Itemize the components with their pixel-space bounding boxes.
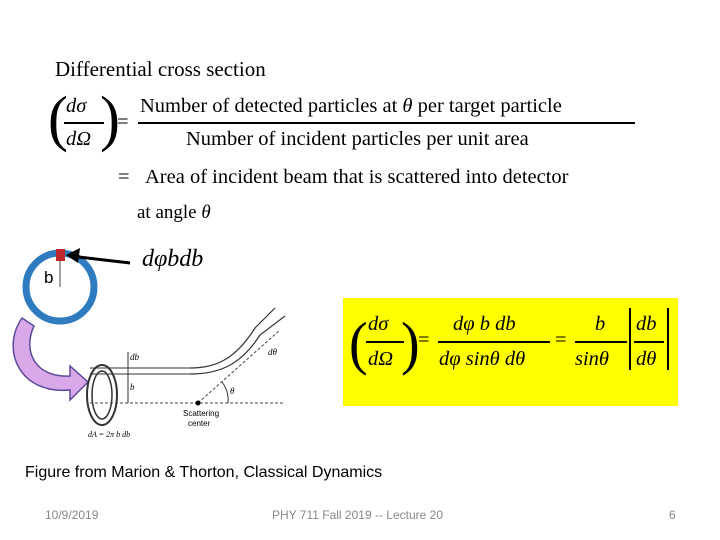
ring-diagram [12, 248, 131, 402]
highlighted-equation-box: ( dσ dΩ ) = dφ b db dφ sinθ dθ = b sinθ … [343, 298, 678, 406]
figure-caption: Figure from Marion & Thorton, Classical … [25, 464, 383, 481]
box-mid-numerator: dφ b db [453, 313, 516, 335]
slide-title: Differential cross section [55, 57, 266, 81]
eq1-rhs-fraction-bar [138, 122, 635, 124]
scattered-path-lower [189, 315, 286, 375]
scattered-path-upper [189, 307, 276, 369]
box-abs-denominator: dθ [636, 348, 657, 370]
target-ring-outer [86, 364, 118, 426]
box-equals-2: = [555, 329, 567, 351]
scattering-figure: db b dθ θ Scattering center dA = 2π b db [86, 307, 286, 439]
ring-radius-label: b [44, 268, 54, 287]
figure-label-b: b [130, 382, 135, 392]
area-element-marker [56, 249, 65, 261]
figure-label-db: db [130, 352, 140, 362]
eq2-equals: = [118, 166, 130, 188]
area-element-label: dφbdb [142, 246, 204, 272]
eq1-lhs-fraction-bar [64, 122, 104, 124]
eq2-line2: at angle θ [137, 202, 211, 224]
eq2-line2-text: at angle [137, 202, 202, 223]
box-rhs-fraction-bar [575, 341, 627, 343]
abs-bar-right [667, 308, 669, 370]
eq1-rhs-numerator-text-a: Number of detected particles at [140, 95, 403, 117]
eq1-lhs-numerator: dσ [66, 95, 87, 117]
pointer-arrow-line [69, 254, 131, 265]
box-lhs-numerator: dσ [368, 313, 389, 335]
eq1-rhs-denominator: Number of incident particles per unit ar… [186, 128, 529, 150]
left-paren: ( [48, 83, 68, 153]
box-rhs-numerator: b [595, 313, 606, 335]
box-lhs-denominator: dΩ [368, 348, 394, 370]
eq1-rhs-numerator: Number of detected particles at θ per ta… [140, 95, 562, 118]
asymptote-line [197, 329, 281, 404]
box-rhs-denominator: sinθ [575, 348, 609, 370]
box-equals-1: = [418, 329, 430, 351]
footer-course: PHY 711 Fall 2019 -- Lecture 20 [272, 508, 443, 522]
box-right-paren: ) [401, 311, 420, 377]
target-ring-inner [91, 370, 113, 420]
figure-label-area: dA = 2π b db [88, 430, 130, 439]
scattering-center-dot [195, 400, 201, 406]
figure-label-theta: θ [230, 386, 235, 396]
pointer-arrow-head [66, 248, 80, 263]
right-paren: ) [100, 83, 120, 153]
eq2-line1: Area of incident beam that is scattered … [145, 166, 569, 188]
box-left-paren: ( [349, 311, 368, 377]
eq1-equals: = [117, 111, 129, 133]
footer-date: 10/9/2019 [45, 508, 99, 522]
abs-bar-left [629, 308, 631, 370]
box-abs-fraction-bar [634, 341, 664, 343]
figure-label-center: center [188, 419, 211, 428]
figure-label-scattering: Scattering [183, 409, 219, 418]
box-mid-fraction-bar [438, 341, 550, 343]
theta-symbol: θ [201, 202, 211, 223]
box-abs-numerator: db [636, 313, 657, 335]
footer-page-number: 6 [669, 508, 676, 522]
box-mid-denominator: dφ sinθ dθ [439, 348, 526, 370]
box-lhs-fraction-bar [366, 341, 404, 343]
figure-label-dtheta: dθ [268, 347, 278, 357]
theta-arc [221, 381, 229, 404]
theta-symbol: θ [402, 95, 413, 117]
eq1-lhs-denominator: dΩ [66, 128, 92, 150]
curved-pink-arrow [12, 316, 90, 402]
eq1-rhs-numerator-text-b: per target particle [412, 95, 562, 117]
